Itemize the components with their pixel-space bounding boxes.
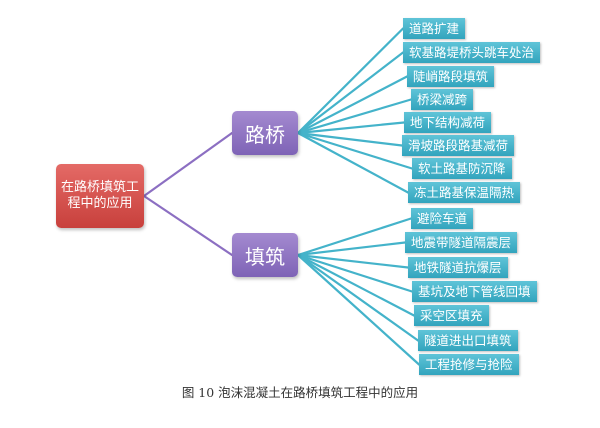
mid-to-leaf-line <box>296 75 409 135</box>
leaf-node: 避险车道 <box>411 208 474 229</box>
mid-to-leaf-line <box>296 241 407 257</box>
mid-to-leaf-line <box>296 27 405 135</box>
mid-to-leaf-line <box>296 253 416 317</box>
leaf-node: 冻土路基保温隔热 <box>408 182 521 203</box>
leaf-node: 软基路堤桥头跳车处治 <box>403 42 541 63</box>
mid-to-leaf-line <box>296 51 405 135</box>
mid-to-leaf-line <box>296 253 420 342</box>
mid-to-leaf-line <box>296 253 414 293</box>
mid-to-leaf-line <box>296 217 413 257</box>
mid-node-bridge: 路桥 <box>232 111 298 155</box>
leaf-node: 地铁隧道抗爆层 <box>408 257 508 278</box>
leaf-node: 工程抢修与抢险 <box>419 354 519 375</box>
mid-to-leaf-line <box>296 121 406 135</box>
leaf-node: 地下结构减荷 <box>404 112 492 133</box>
mid-to-leaf-line <box>296 253 410 269</box>
mid-node-fill: 填筑 <box>232 233 298 277</box>
root-node: 在路桥填筑工程中的应用 <box>56 164 144 228</box>
leaf-node: 软土路基防沉降 <box>412 158 512 179</box>
root-to-mid-line <box>142 194 234 257</box>
leaf-node: 陡峭路段填筑 <box>407 66 495 87</box>
leaf-node: 道路扩建 <box>403 18 466 39</box>
leaf-node: 基坑及地下管线回填 <box>412 281 537 302</box>
leaf-node: 隧道进出口填筑 <box>418 330 518 351</box>
mid-to-leaf-line <box>296 131 404 147</box>
leaf-node: 滑坡路段路基减荷 <box>402 135 515 156</box>
leaf-node: 采空区填充 <box>414 305 489 326</box>
mid-to-leaf-line <box>296 131 410 194</box>
mid-to-leaf-line <box>296 131 414 170</box>
leaf-node: 地震带隧道隔震层 <box>405 232 518 253</box>
leaf-node: 桥梁减跨 <box>411 89 474 110</box>
figure-caption: 图 10 泡沫混凝土在路桥填筑工程中的应用 <box>181 385 419 400</box>
root-to-mid-line <box>142 131 234 198</box>
mid-to-leaf-line <box>296 98 413 135</box>
mid-to-leaf-line <box>296 253 421 366</box>
